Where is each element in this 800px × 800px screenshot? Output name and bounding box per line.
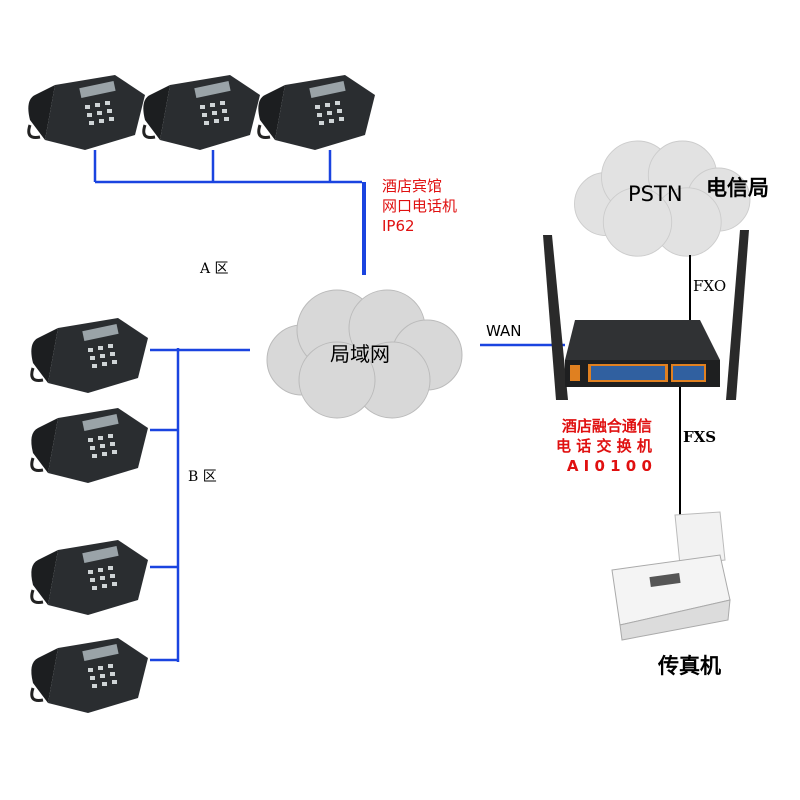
fxo-label: FXO — [693, 277, 727, 295]
telecom-label: 电信局 — [706, 176, 769, 200]
lan-lines — [93, 150, 565, 662]
phone-icon-a3 — [256, 73, 377, 152]
phone-icon-b2 — [29, 406, 150, 485]
pbx-router-icon — [543, 230, 749, 400]
pbx-label-line1: 酒店融合通信 — [561, 417, 652, 435]
fxs-label: FXS — [683, 428, 717, 446]
pstn-label: PSTN — [628, 182, 683, 206]
phone-icon-b3 — [29, 538, 150, 617]
zone-a-label: A 区 — [200, 261, 229, 277]
wan-label: WAN — [486, 322, 522, 340]
phone-icon-a2 — [141, 73, 262, 152]
phone-icon-b4 — [29, 636, 150, 715]
lan-label: 局域网 — [330, 342, 390, 366]
phone-icon-b1 — [29, 316, 150, 395]
phone-icon-a1 — [26, 73, 147, 152]
ip-phone-label: 酒店宾馆 网口电话机 IP62 — [382, 176, 457, 236]
fax-label: 传真机 — [658, 654, 721, 678]
pbx-label: 酒店融合通信 电 话 交 换 机 A I 0 1 0 0 — [556, 416, 652, 476]
phone-lines — [679, 255, 691, 520]
ip-phone-label-line2: 网口电话机 — [382, 197, 458, 215]
zone-b-label: B 区 — [188, 469, 217, 485]
fax-machine-icon — [611, 511, 731, 641]
ip-phone-label-line3: IP62 — [382, 217, 415, 235]
pbx-label-line2: 电 话 交 换 机 — [556, 437, 652, 455]
pbx-label-line3: A I 0 1 0 0 — [566, 457, 652, 475]
ip-phone-label-line1: 酒店宾馆 — [382, 177, 443, 195]
